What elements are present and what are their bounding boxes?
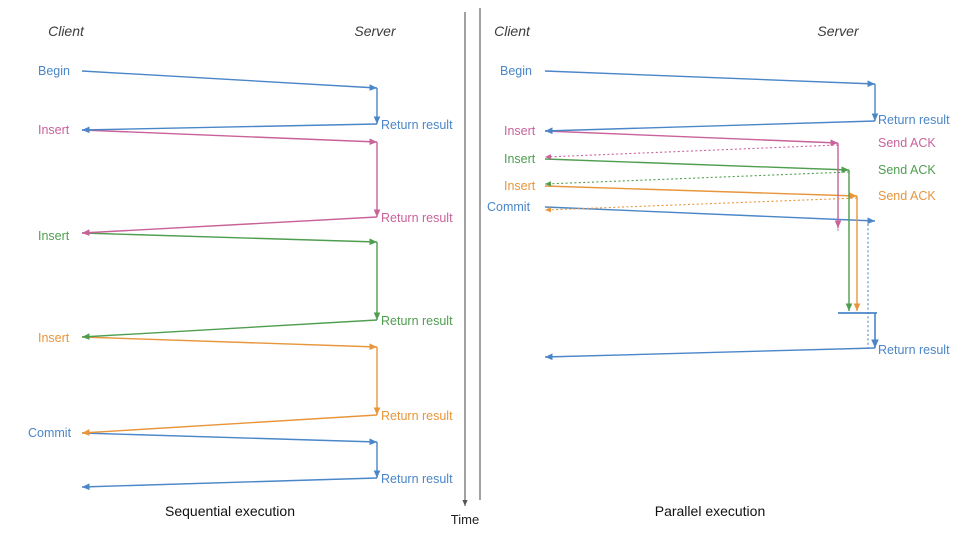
ack-ack-2 [544, 171, 850, 187]
response-commit [544, 347, 876, 361]
response-begin [81, 123, 378, 134]
server-label-sequential-3: Return result [381, 409, 453, 423]
request-insert-2 [544, 158, 850, 174]
response-commit [81, 477, 378, 491]
client-label-parallel-2: Insert [504, 152, 536, 166]
request-insert-1 [81, 129, 378, 146]
ack-ack-3 [544, 197, 858, 213]
time-axis-label: Time [451, 512, 479, 527]
caption-parallel: Parallel execution [655, 503, 766, 519]
client-label-parallel-3: Insert [504, 179, 536, 193]
request-insert-3 [544, 185, 858, 200]
client-label-sequential-4: Commit [28, 426, 72, 440]
server-label-sequential-0: Return result [381, 118, 453, 132]
client-label-sequential-3: Insert [38, 331, 70, 345]
client-header-sequential: Client [48, 23, 85, 39]
panel-parallel [544, 70, 879, 361]
panel-sequential [81, 70, 381, 491]
client-label-parallel-1: Insert [504, 124, 536, 138]
request-begin [544, 70, 876, 88]
server-label-sequential-4: Return result [381, 472, 453, 486]
server-label-sequential-1: Return result [381, 211, 453, 225]
client-header-parallel: Client [494, 23, 531, 39]
server-label-parallel-0: Return result [878, 113, 950, 127]
response-insert-1 [81, 216, 378, 236]
client-label-sequential-0: Begin [38, 64, 70, 78]
server-label-parallel-3: Send ACK [878, 189, 936, 203]
server-header-parallel: Server [817, 23, 860, 39]
response-insert-2 [81, 319, 378, 340]
time-axis-layer: Time [451, 12, 479, 527]
ack-ack-1 [544, 144, 839, 160]
request-begin [81, 70, 378, 91]
request-commit [544, 206, 876, 225]
client-label-sequential-1: Insert [38, 123, 70, 137]
request-insert-2 [81, 232, 378, 246]
server-label-parallel-4: Return result [878, 343, 950, 357]
server-label-parallel-1: Send ACK [878, 136, 936, 150]
request-insert-3 [81, 336, 378, 351]
client-label-parallel-0: Begin [500, 64, 532, 78]
client-label-sequential-2: Insert [38, 229, 70, 243]
response-insert-3 [81, 414, 378, 436]
messages-layer [81, 70, 879, 491]
request-commit [81, 432, 378, 446]
client-label-parallel-4: Commit [487, 200, 531, 214]
response-begin [544, 120, 876, 135]
server-header-sequential: Server [354, 23, 397, 39]
request-insert-1 [544, 130, 839, 147]
server-label-parallel-2: Send ACK [878, 163, 936, 177]
caption-sequential: Sequential execution [165, 503, 295, 519]
server-label-sequential-2: Return result [381, 314, 453, 328]
